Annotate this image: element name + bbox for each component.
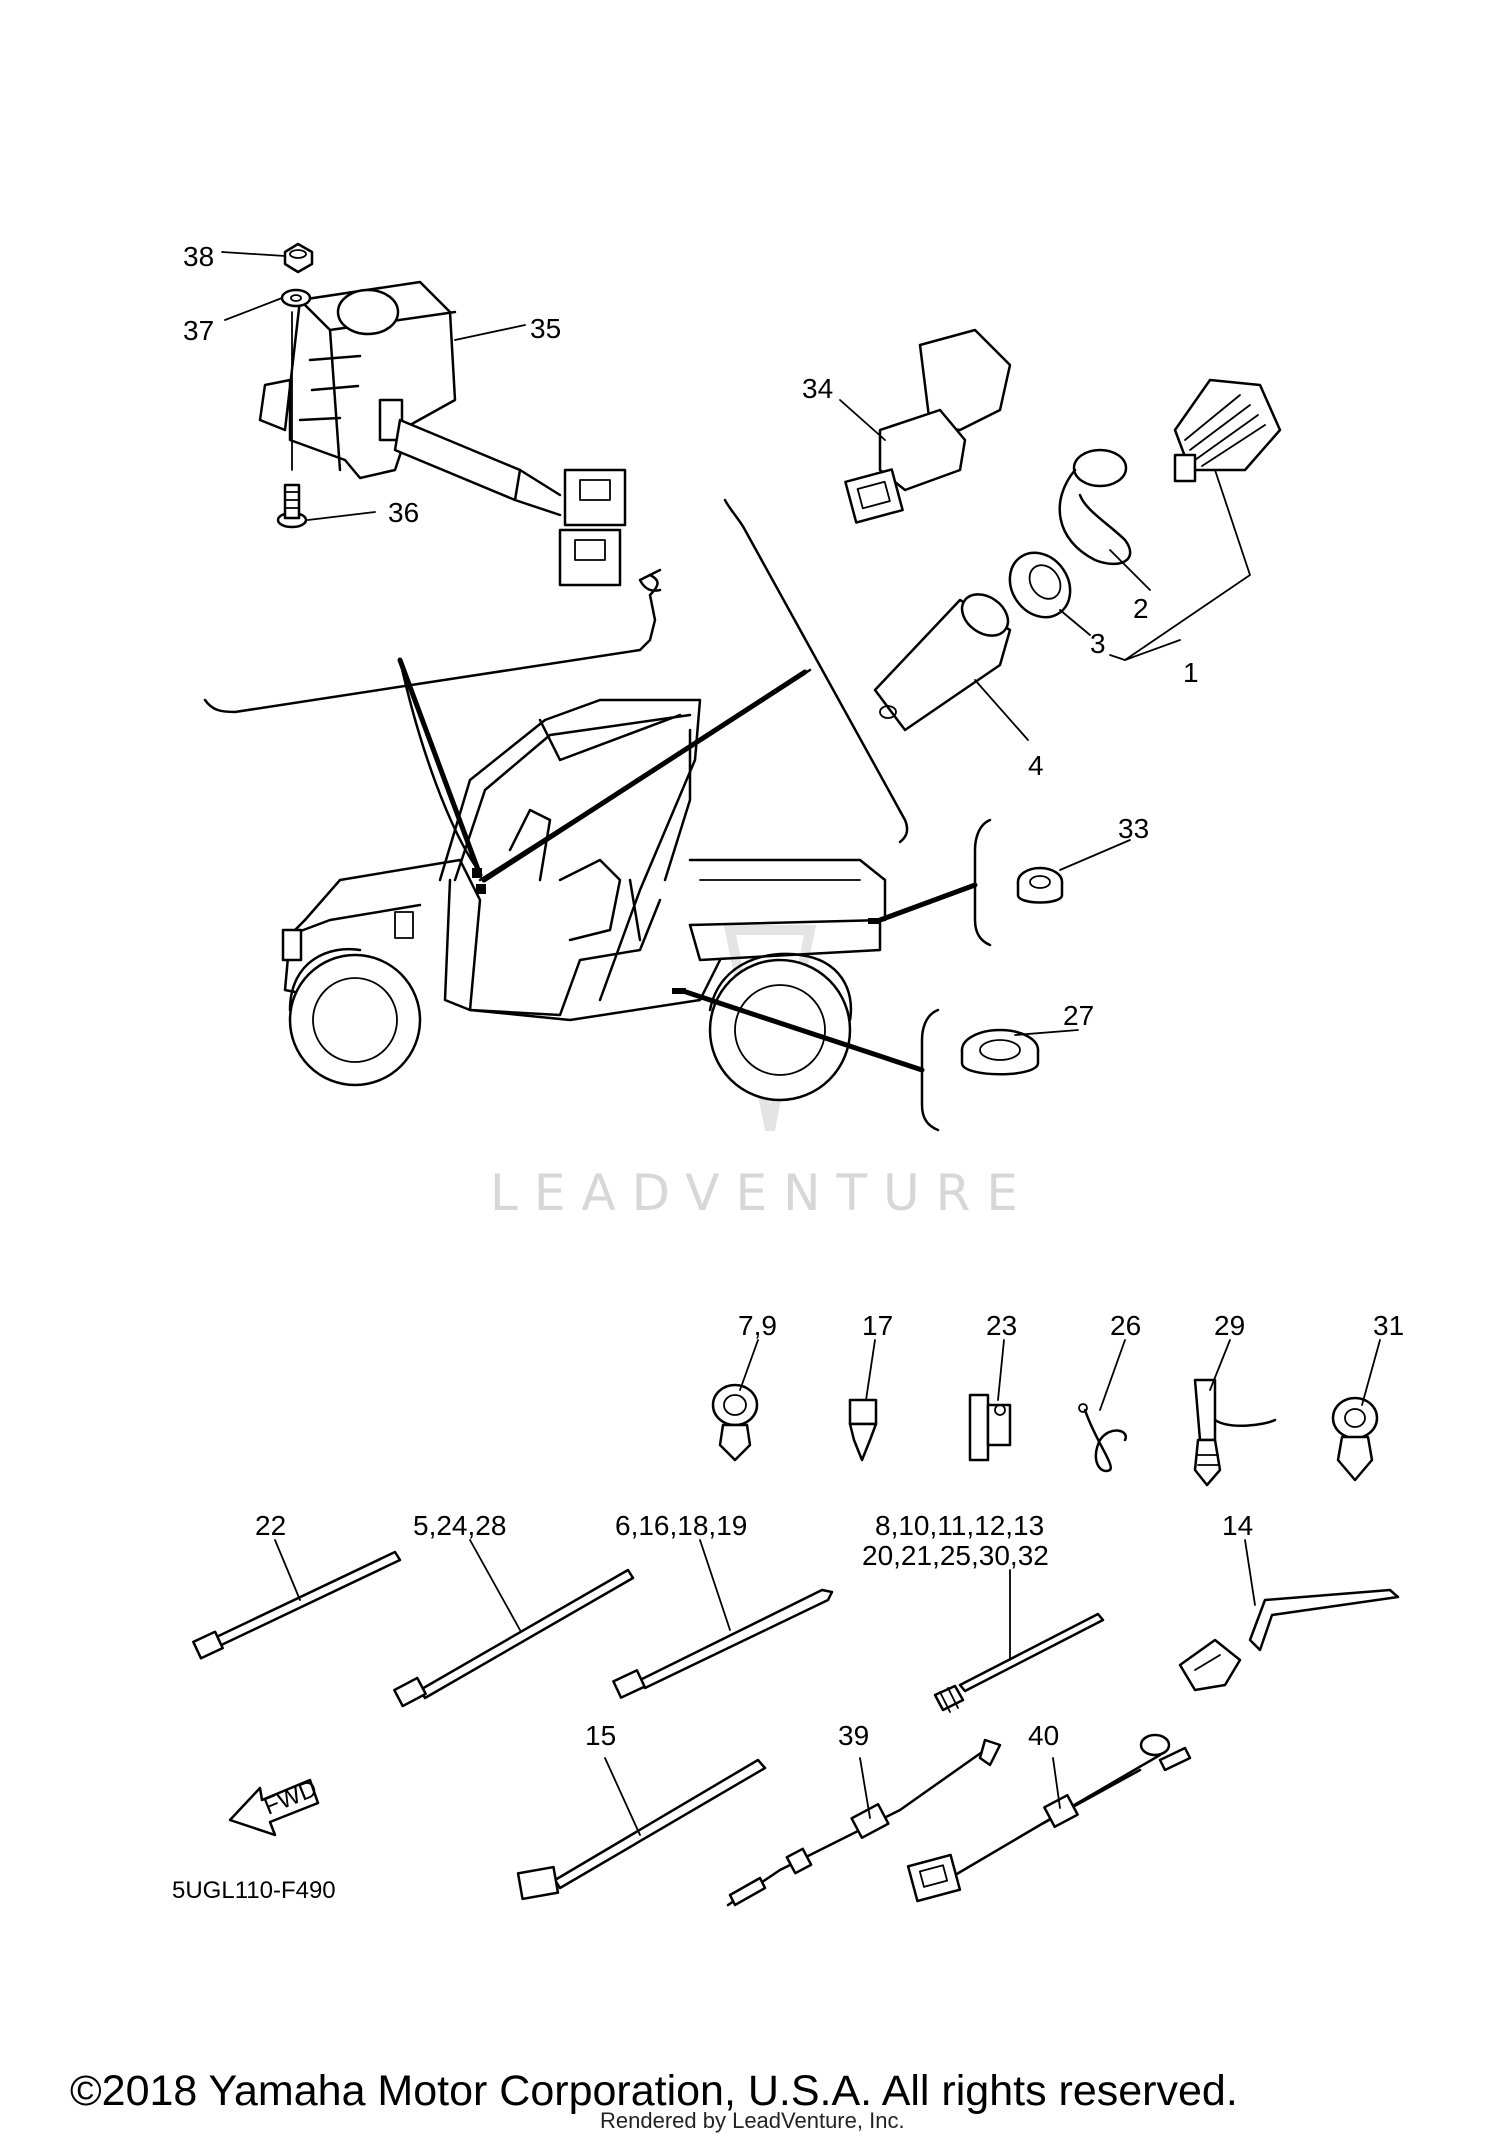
part-27-grommet[interactable] — [960, 1028, 1040, 1076]
label-20-21-25-30-32: 20,21,25,30,32 — [862, 1540, 1049, 1571]
part-31-clip[interactable] — [1331, 1396, 1379, 1482]
label-34: 34 — [802, 373, 833, 404]
label-6-16-18-19: 6,16,18,19 — [615, 1510, 747, 1541]
part-22-cable-tie[interactable] — [192, 1550, 402, 1660]
label-31: 31 — [1373, 1310, 1404, 1341]
label-2: 2 — [1133, 593, 1149, 624]
part-7-9-clip[interactable] — [711, 1383, 759, 1462]
fwd-arrow-icon: FWD — [228, 1775, 321, 1837]
part-3-nut[interactable] — [998, 541, 1083, 629]
callout-leaders — [203, 498, 992, 1132]
part-5-24-28-cable-tie[interactable] — [393, 1568, 635, 1708]
part-14-cable-tie-clamp[interactable] — [1178, 1588, 1400, 1692]
label-5-24-28: 5,24,28 — [413, 1510, 506, 1541]
part-38-nut[interactable] — [283, 242, 314, 274]
part-1-socket[interactable] — [1173, 378, 1282, 483]
watermark: LEADVENTURE — [490, 925, 1034, 1222]
part-15-cable-tie[interactable] — [516, 1758, 767, 1901]
part-4-boot[interactable] — [873, 586, 1016, 732]
part-36-bolt[interactable] — [276, 483, 308, 529]
part-40-lead-wire[interactable] — [906, 1733, 1192, 1903]
label-33: 33 — [1118, 813, 1149, 844]
label-14: 14 — [1222, 1510, 1253, 1541]
label-27: 27 — [1063, 1000, 1094, 1031]
label-38: 38 — [183, 241, 214, 272]
label-26: 26 — [1110, 1310, 1141, 1341]
label-39: 39 — [838, 1720, 869, 1751]
label-8-10-11-12-13: 8,10,11,12,13 — [875, 1510, 1044, 1541]
label-37: 37 — [183, 315, 214, 346]
part-17-clip[interactable] — [848, 1398, 878, 1462]
label-29: 29 — [1214, 1310, 1245, 1341]
part-26-clip[interactable] — [1078, 1403, 1127, 1473]
part-8-10-cable-tie-anchor[interactable] — [933, 1612, 1105, 1713]
label-leaders — [221, 251, 1381, 1836]
label-36: 36 — [388, 497, 419, 528]
label-3: 3 — [1090, 628, 1106, 659]
part-34-switch[interactable] — [844, 328, 1012, 524]
label-4: 4 — [1028, 750, 1044, 781]
rendered-by-text: Rendered by LeadVenture, Inc. — [600, 2108, 905, 2133]
part-39-lead-wire[interactable] — [726, 1738, 1002, 1907]
label-35: 35 — [530, 313, 561, 344]
label-22: 22 — [255, 1510, 286, 1541]
part-35-unit[interactable] — [258, 280, 627, 587]
part-6-16-18-19-cable-tie[interactable] — [612, 1588, 834, 1699]
part-2-cap[interactable] — [1058, 448, 1132, 566]
label-40: 40 — [1028, 1720, 1059, 1751]
label-15: 15 — [585, 1720, 616, 1751]
diagram-code: 5UGL110-F490 — [172, 1877, 336, 1904]
label-17: 17 — [862, 1310, 893, 1341]
label-1: 1 — [1183, 657, 1199, 688]
part-23-clip[interactable] — [968, 1393, 1012, 1462]
vehicle-illustration — [281, 698, 887, 1102]
copyright-text: ©2018 Yamaha Motor Corporation, U.S.A. A… — [70, 2067, 1238, 2115]
watermark-text: LEADVENTURE — [490, 1164, 1034, 1222]
part-37-washer[interactable] — [280, 288, 312, 308]
label-7-9: 7,9 — [738, 1310, 777, 1341]
part-33-grommet[interactable] — [1016, 866, 1064, 904]
part-29-clip[interactable] — [1193, 1378, 1277, 1487]
label-23: 23 — [986, 1310, 1017, 1341]
part-labels: 38 37 35 36 34 2 3 1 4 33 27 7,9 17 23 2… — [172, 241, 1404, 1904]
